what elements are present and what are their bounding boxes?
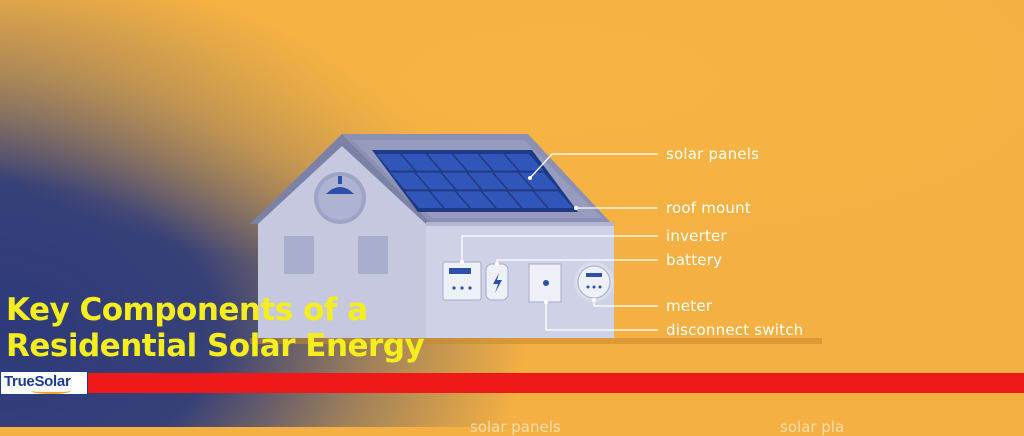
disconnect-switch-unit (528, 263, 562, 303)
window-right (358, 236, 388, 274)
solar-panel-cell (482, 191, 521, 208)
callout-inverter (461, 235, 658, 262)
solar-panel-cell (453, 154, 492, 171)
solar-panel-cell (505, 154, 544, 171)
solar-panel-cell (401, 154, 441, 171)
solar-panel-cell (390, 172, 429, 190)
solar-panel-cell (427, 154, 466, 171)
logo-text: TrueSolar (4, 373, 71, 390)
callout-solar-panels (529, 153, 658, 179)
house-illustration (250, 134, 822, 344)
headline-line-1: Key Components of a (6, 292, 368, 328)
ghost-label-right: solar pla (780, 418, 845, 436)
solar-panel-cell (442, 172, 481, 190)
solar-panel-cell (468, 172, 507, 190)
solar-panel-cells (376, 154, 573, 208)
solar-panel-cell (404, 191, 443, 208)
label-disconnect-switch: disconnect switch (666, 321, 804, 339)
left-wall (258, 146, 426, 338)
headline: Key Components of a Residential Solar En… (6, 292, 425, 364)
callout-lines (461, 153, 658, 331)
solar-panel-cell (534, 191, 573, 208)
label-inverter: inverter (666, 227, 727, 245)
label-meter: meter (666, 297, 713, 315)
label-roof-mount: roof mount (666, 199, 751, 217)
truesolar-logo: TrueSolar (0, 371, 88, 395)
headline-line-2: Residential Solar Energy (6, 328, 425, 364)
solar-panel-cell (493, 172, 533, 190)
callout-dots (460, 176, 596, 304)
battery-unit (485, 263, 509, 301)
solar-panel-cell (479, 154, 518, 171)
ground-line (250, 338, 822, 344)
solar-panel-cell (508, 191, 547, 208)
red-banner-bar (88, 373, 1024, 393)
solar-panel-cell (416, 172, 455, 190)
inverter-unit (442, 261, 482, 301)
lightning-icon (493, 273, 502, 293)
window-left (284, 236, 314, 274)
callout-disconnect-switch (545, 302, 658, 331)
logo-swoosh-icon (31, 388, 71, 394)
label-battery: battery (666, 251, 723, 269)
label-solar-panels: solar panels (666, 145, 760, 163)
solar-panel-cell (376, 154, 415, 171)
ghost-label-left: solar panels (470, 418, 561, 436)
lamp-icon (326, 187, 354, 194)
solar-panel-cell (456, 191, 495, 208)
solar-panel-cell (430, 191, 469, 208)
meter-unit (574, 262, 614, 302)
